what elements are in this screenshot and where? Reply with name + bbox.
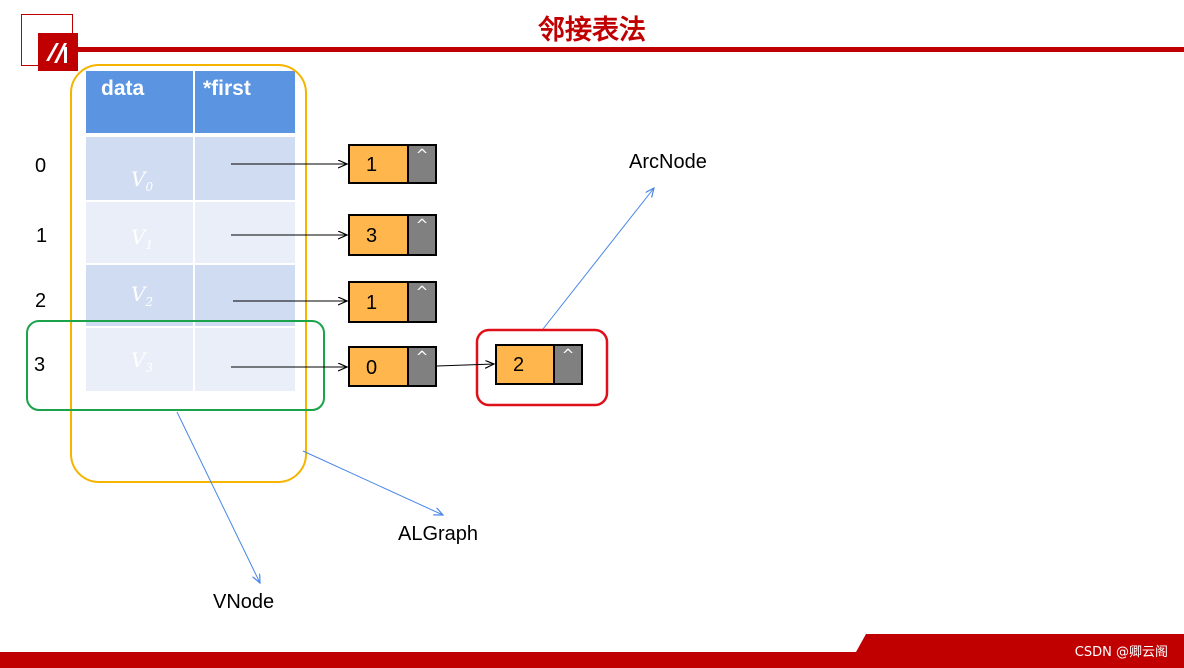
arc-node-adjvex: 3 (366, 225, 378, 247)
arc-node-next-pointer: ^ (553, 346, 581, 383)
watermark: CSDN @卿云阁 (1074, 645, 1168, 660)
arcnode-highlight-box (475, 328, 609, 407)
arc-node: 3 ^ (348, 214, 437, 256)
row-index-2: 2 (35, 290, 47, 312)
table-row (86, 265, 193, 326)
row-index-1: 1 (36, 225, 48, 247)
row3-highlight-box (26, 320, 325, 411)
arc-node: 1 ^ (348, 281, 437, 323)
arc-node-next-pointer: ^ (407, 283, 435, 321)
arc-node-extra: 2 ^ (495, 344, 583, 385)
table-row (195, 137, 295, 200)
arc-node-adjvex: 0 (366, 357, 378, 379)
arc-node-next-pointer: ^ (407, 348, 435, 385)
header-first-label: *first (203, 77, 251, 100)
vertex-label-0: V0 (131, 167, 154, 194)
footer-band (0, 634, 1184, 668)
table-row (195, 328, 295, 391)
algraph-label: ALGraph (398, 523, 479, 545)
arcnode-label: ArcNode (629, 151, 707, 173)
logo-mark-icon (38, 33, 78, 71)
arc-node-next-pointer: ^ (407, 216, 435, 254)
arc-node-adjvex: 1 (366, 154, 378, 176)
arc-node: 1 ^ (348, 144, 437, 184)
arc-node-adjvex: 1 (366, 292, 378, 314)
next-pointer-arrow (436, 364, 494, 366)
arc-node: 0 ^ (348, 346, 437, 387)
table-header-data: data (86, 71, 193, 133)
title-rule (70, 47, 1184, 52)
row-index-3: 3 (34, 354, 46, 376)
header-data-label: data (101, 77, 145, 100)
table-row (195, 265, 295, 326)
table-row (86, 202, 193, 263)
arc-node-next-pointer: ^ (407, 146, 435, 182)
vnode-array-box (70, 64, 307, 483)
row-index-0: 0 (35, 155, 47, 177)
table-row (195, 202, 295, 263)
logo (21, 14, 78, 71)
slide-title: 邻接表法 (538, 15, 646, 46)
algraph-callout-arrow (302, 450, 443, 515)
arc-node-adjvex: 2 (513, 354, 525, 376)
vnode-callout-arrow (176, 411, 260, 583)
arcnode-callout-arrow (542, 188, 654, 330)
vnode-label: VNode (213, 591, 275, 613)
vertex-label-1: V1 (131, 225, 154, 252)
table-header-first: *first (195, 71, 295, 133)
table-row (86, 137, 193, 200)
vertex-label-3: V3 (131, 348, 154, 375)
table-row (86, 328, 193, 391)
vertex-label-2: V2 (131, 282, 154, 309)
